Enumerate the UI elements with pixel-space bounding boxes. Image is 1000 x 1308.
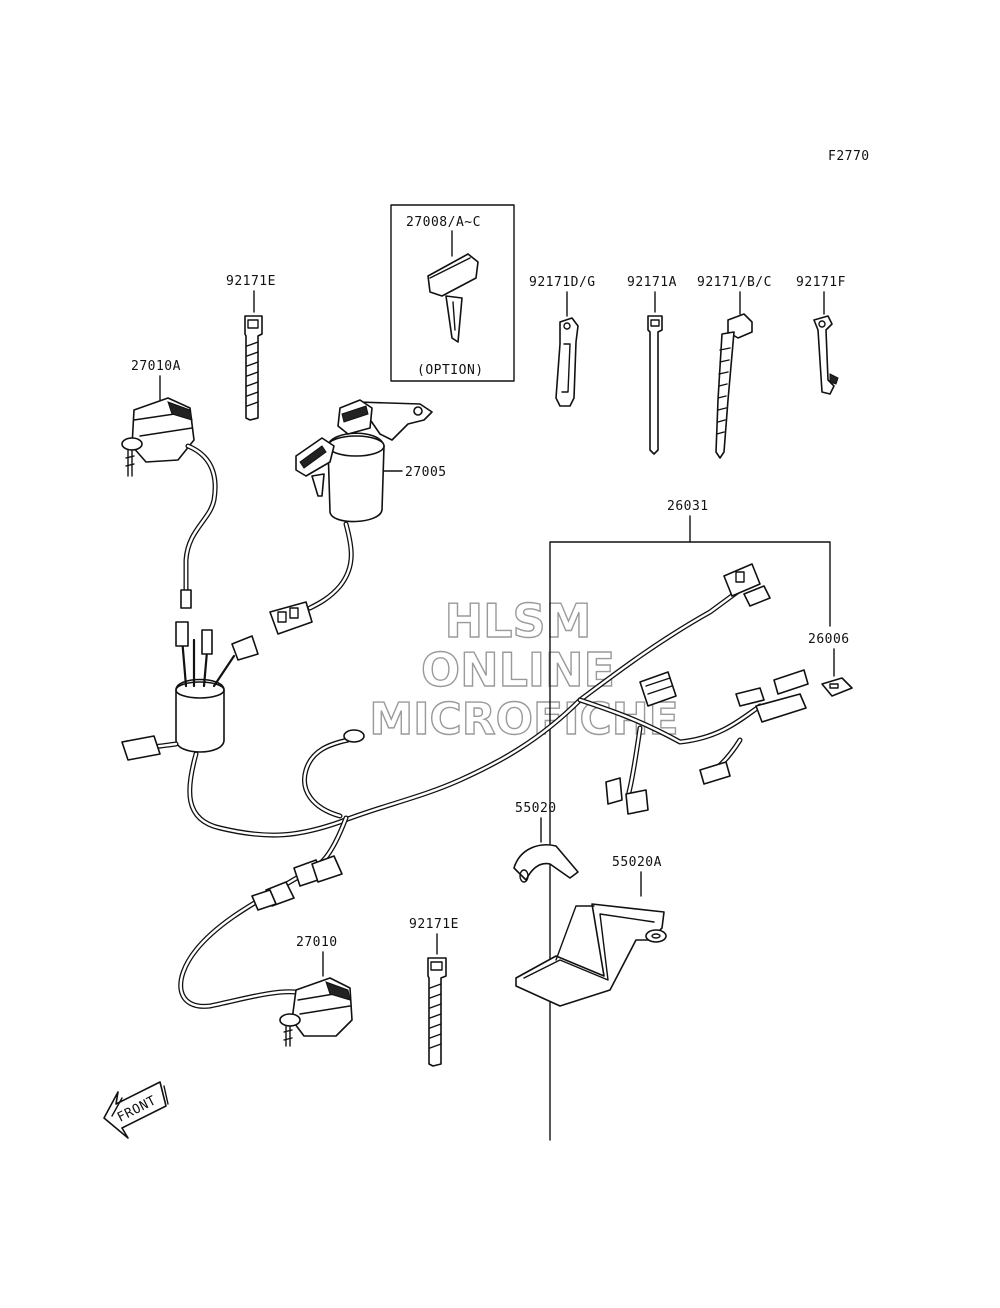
fuse-26006: [821, 677, 853, 697]
callout-55020A: 55020A: [612, 855, 662, 870]
bracket-26031: [549, 541, 831, 1141]
callout-55020: 55020: [515, 801, 557, 816]
watermark-line2: ONLINE: [421, 643, 615, 697]
cover-55020: [513, 844, 579, 883]
ignition-switch-27005: [269, 399, 433, 635]
figure-code: F2770: [828, 149, 870, 164]
band-92171A: [647, 315, 663, 455]
switch-27010: [279, 977, 353, 1047]
callout-92171DG: 92171D/G: [529, 275, 596, 290]
clamp-92171F: [813, 315, 839, 395]
callout-92171E-bottom: 92171E: [409, 917, 459, 932]
main-harness: [121, 563, 809, 1009]
band-92171BC: [715, 313, 753, 459]
callout-26006: 26006: [808, 632, 850, 647]
option-key-box: 27008/A~C (OPTION): [390, 204, 515, 382]
callout-92171BC: 92171/B/C: [697, 275, 772, 290]
watermark: HLSM ONLINE MICROFICHE: [369, 593, 680, 745]
callout-92171E-top: 92171E: [226, 274, 276, 289]
callout-option: (OPTION): [417, 363, 484, 378]
callout-27010: 27010: [296, 935, 338, 950]
callout-27005: 27005: [405, 465, 447, 480]
spare-key-icon: [427, 253, 479, 343]
band-92171E-top: [244, 315, 263, 421]
watermark-line1: HLSM: [445, 594, 592, 648]
front-arrow-icon: FRONT: [103, 1081, 169, 1139]
bracket-55020A: [515, 903, 667, 1007]
callout-27008: 27008/A~C: [406, 215, 481, 230]
band-92171E-bottom: [427, 957, 447, 1067]
clamp-92171DG: [555, 317, 579, 407]
switch-27010A: [121, 397, 218, 609]
callout-92171A: 92171A: [627, 275, 677, 290]
callout-26031: 26031: [667, 499, 709, 514]
callout-27010A: 27010A: [131, 359, 181, 374]
callout-92171F: 92171F: [796, 275, 846, 290]
option-box-frame: [390, 204, 515, 382]
